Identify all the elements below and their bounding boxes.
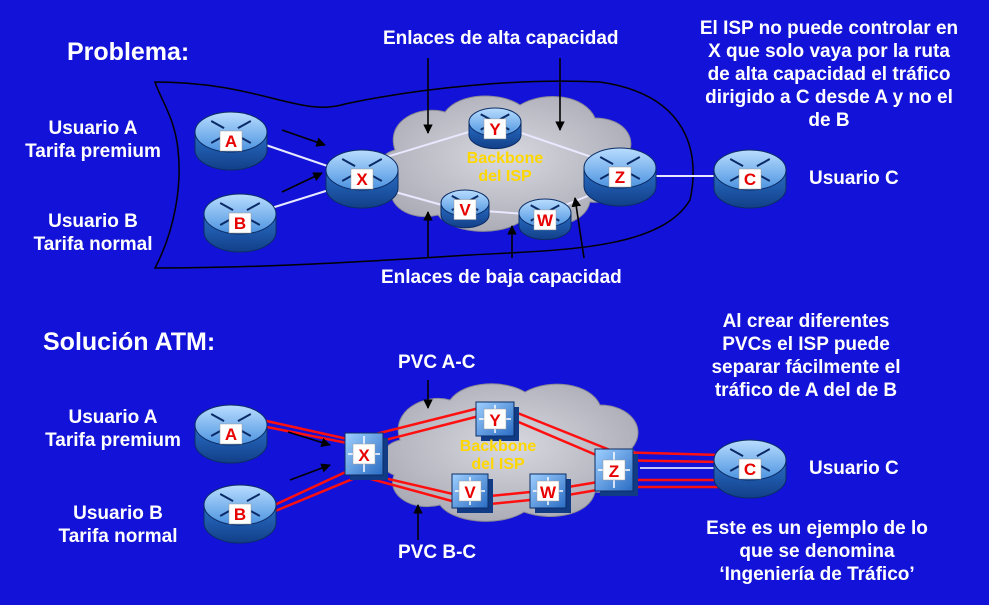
problem-note-line: El ISP no puede controlar en (699, 18, 959, 39)
user-c-label-bottom: Usuario C (809, 458, 899, 479)
atm-note: Al crear diferentes PVCs el ISP puede se… (680, 310, 932, 402)
atm-note-line: separar fácilmente el (711, 357, 901, 378)
router-b-bottom: B (203, 484, 277, 544)
backbone-line: Backbone (466, 150, 544, 167)
router-b-top-letter: B (234, 214, 246, 233)
router-a-bottom: A (194, 404, 268, 464)
low-capacity-label: Enlaces de baja capacidad (381, 267, 622, 288)
pvc-bc-label: PVC B-C (398, 542, 477, 563)
backbone-line: Backbone (459, 438, 537, 455)
problem-note-line: de alta capacidad el tráfico (707, 64, 951, 85)
problem-note-line: de B (808, 110, 850, 131)
pvc-ac-label: PVC A-C (398, 352, 476, 373)
atm-switch-z: Z (594, 448, 638, 496)
atm-switch-y: Y (475, 401, 519, 441)
router-c-bottom-letter: C (744, 460, 756, 479)
router-c-top-letter: C (744, 170, 756, 189)
atm-switch-v: V (451, 473, 493, 513)
atm-switch-v-letter: V (464, 483, 476, 502)
user-b-tariff: Tarifa normal (58, 526, 178, 547)
atm-switch-x: X (344, 432, 388, 480)
router-x-top-letter: X (356, 170, 368, 189)
atm-switch-x-letter: X (358, 446, 370, 465)
router-c-bottom: C (713, 439, 787, 499)
traffic-engineering-line: ‘Ingeniería de Tráfico’ (719, 564, 915, 585)
router-z-top: Z (583, 147, 657, 207)
bottom-arrows (287, 380, 433, 540)
router-c-top: C (713, 149, 787, 209)
backbone-line: del ISP (478, 168, 532, 185)
router-w-top-letter: W (537, 211, 554, 230)
atm-switch-w: W (529, 473, 571, 513)
router-y-top-letter: Y (489, 120, 501, 139)
user-a-label-bottom: Usuario A Tarifa premium (38, 406, 188, 452)
router-v-top: V (440, 189, 490, 229)
user-a-label-top: Usuario A Tarifa premium (18, 117, 168, 163)
isp-boundary-outline (153, 80, 694, 269)
user-b-tariff: Tarifa normal (33, 234, 153, 255)
atm-switch-y-letter: Y (489, 411, 501, 430)
router-w-top: W (518, 198, 572, 241)
router-y-top: Y (468, 107, 522, 150)
problem-title: Problema: (67, 38, 190, 66)
router-a-top: A (194, 111, 268, 171)
user-b-label-bottom: Usuario B Tarifa normal (43, 502, 193, 548)
top-arrows (281, 58, 585, 259)
router-a-bottom-letter: A (225, 425, 237, 444)
user-a-tariff: Tarifa premium (25, 141, 161, 162)
backbone-label-bottom: Backbone del ISP (448, 438, 548, 474)
user-a-tariff: Tarifa premium (45, 430, 181, 451)
problem-note: El ISP no puede controlar en X que solo … (678, 17, 980, 132)
traffic-engineering-line: Este es un ejemplo de lo (706, 518, 928, 539)
atm-note-line: PVCs el ISP puede (722, 334, 890, 355)
atm-note-line: Al crear diferentes (722, 311, 890, 332)
backbone-line: del ISP (471, 456, 525, 473)
atm-switch-z-letter: Z (609, 462, 619, 481)
traffic-engineering-line: que se denomina (739, 541, 895, 562)
atm-note-line: tráfico de A del de B (714, 380, 898, 401)
problem-note-line: X que solo vaya por la ruta (708, 41, 950, 62)
router-v-top-letter: V (459, 201, 471, 220)
atm-solution-title: Solución ATM: (43, 328, 216, 356)
router-b-bottom-letter: B (234, 505, 246, 524)
atm-switch-w-letter: W (540, 483, 557, 502)
traffic-engineering-note: Este es un ejemplo de lo que se denomina… (686, 517, 948, 586)
user-c-label-top: Usuario C (809, 168, 899, 189)
user-a-name: Usuario A (48, 118, 138, 139)
router-x-top: X (325, 149, 399, 209)
user-b-label-top: Usuario B Tarifa normal (18, 210, 168, 256)
router-b-top: B (203, 193, 277, 253)
user-b-name: Usuario B (48, 211, 138, 232)
backbone-label-top: Backbone del ISP (455, 150, 555, 186)
problem-note-line: dirigido a C desde A y no el (705, 87, 953, 108)
router-a-top-letter: A (225, 132, 237, 151)
router-z-top-letter: Z (615, 168, 625, 187)
user-a-name: Usuario A (68, 407, 158, 428)
high-capacity-label: Enlaces de alta capacidad (383, 28, 619, 49)
user-b-name: Usuario B (73, 503, 163, 524)
